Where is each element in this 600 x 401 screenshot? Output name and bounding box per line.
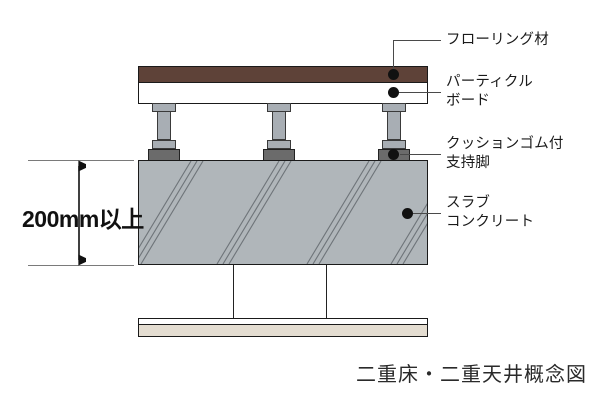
dimension-extension-line-bottom [28, 265, 134, 266]
dimension-double-arrow-icon [78, 160, 86, 266]
flooring-material-layer [138, 66, 428, 83]
diagram-caption: 二重床・二重天井概念図 [356, 364, 587, 386]
leader-line-support-leg [400, 154, 441, 155]
leg-shaft-icon [387, 112, 401, 140]
ceiling-hanger-rod-left [233, 265, 234, 318]
slab-concrete-layer [138, 160, 428, 265]
leg-top-flange-icon [267, 103, 291, 112]
leader-line-flooring-vertical [393, 40, 394, 74]
leader-line-flooring-horizontal [393, 40, 441, 41]
support-leg-left [146, 103, 182, 167]
leg-mid-flange-icon [267, 140, 291, 149]
dimension-extension-line-top [28, 160, 134, 161]
callout-label-particle-board: パーティクル ボード [446, 74, 533, 109]
leg-mid-flange-icon [382, 140, 406, 149]
dimension-value-label: 200mm以上 [22, 206, 144, 232]
callout-label-flooring: フローリング材 [446, 32, 549, 48]
slab-hatch-pattern-icon [139, 161, 427, 264]
callout-dot-slab [402, 208, 413, 219]
callout-dot-support-leg [388, 149, 399, 160]
leg-shaft-icon [157, 112, 171, 140]
leader-line-slab [413, 213, 441, 214]
leg-shaft-icon [272, 112, 286, 140]
leg-top-flange-icon [152, 103, 176, 112]
particle-board-layer [138, 83, 428, 104]
callout-label-slab: スラブ コンクリート [446, 195, 535, 230]
ceiling-board-layer [138, 325, 428, 337]
callout-label-support-leg: クッションゴム付 支持脚 [446, 136, 564, 171]
callout-dot-flooring [388, 69, 399, 80]
ceiling-hanger-rod-right [326, 265, 327, 318]
leader-line-particle-board [394, 92, 441, 93]
leg-mid-flange-icon [152, 140, 176, 149]
callout-dot-particle-board [388, 87, 399, 98]
support-leg-center [261, 103, 297, 167]
ceiling-upper-strip [138, 318, 428, 325]
leg-top-flange-icon [382, 103, 406, 112]
